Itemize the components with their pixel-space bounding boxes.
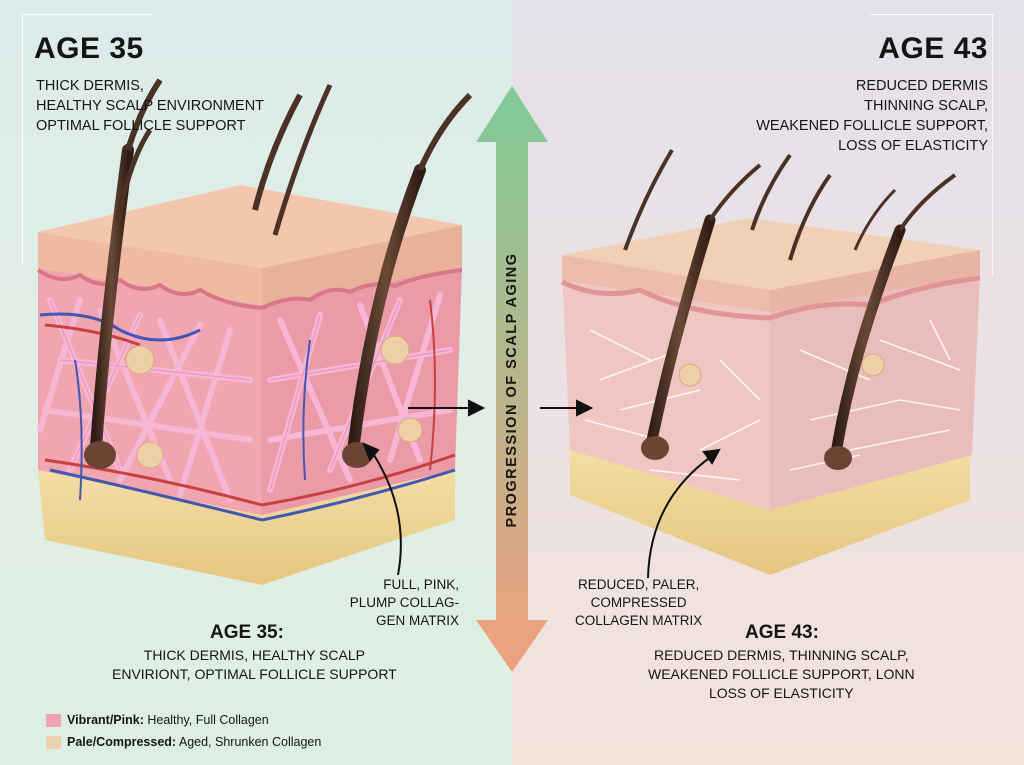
right-hair-2 — [829, 224, 906, 466]
right-title: AGE 43 — [878, 32, 988, 65]
left-epidermis-top — [38, 185, 462, 268]
left-caption: THICK DERMIS, HEALTHY SCALP ENVIRIONT, O… — [112, 647, 397, 682]
legend-swatch-pink — [46, 713, 61, 727]
healthy-skin-block — [36, 78, 473, 585]
left-caption-title: AGE 35: — [210, 622, 284, 643]
transition-arrows — [408, 399, 594, 417]
right-callout: REDUCED, PALER, COMPRESSED COLLAGEN MATR… — [575, 577, 703, 628]
aged-skin-block — [560, 148, 981, 575]
progression-arrow — [476, 86, 548, 672]
right-dermis-side — [770, 275, 980, 510]
legend-item-aged: Pale/Compressed: Aged, Shrunken Collagen — [46, 735, 321, 749]
left-title: AGE 35 — [34, 32, 144, 65]
legend-swatch-pale — [46, 735, 61, 749]
left-hair-2 — [346, 164, 426, 466]
progression-label: PROGRESSION OF SCALP AGING — [504, 252, 520, 528]
left-callout: FULL, PINK, PLUMP COLLAG- GEN MATRIX — [349, 577, 459, 628]
callout-pointers — [362, 442, 721, 579]
left-description: THICK DERMIS, HEALTHY SCALP ENVIRONMENT … — [36, 78, 265, 134]
right-caption: REDUCED DERMIS, THINNING SCALP, WEAKENED… — [648, 647, 915, 701]
right-hair-1 — [644, 214, 716, 456]
right-description: REDUCED DERMIS THINNING SCALP, WEAKENED … — [756, 78, 988, 154]
right-title-frame — [870, 14, 993, 275]
legend-item-healthy: Vibrant/Pink: Healthy, Full Collagen — [46, 713, 269, 727]
left-title-frame — [22, 14, 153, 265]
right-epidermis-top — [562, 218, 980, 290]
right-caption-title: AGE 43: — [745, 622, 819, 643]
